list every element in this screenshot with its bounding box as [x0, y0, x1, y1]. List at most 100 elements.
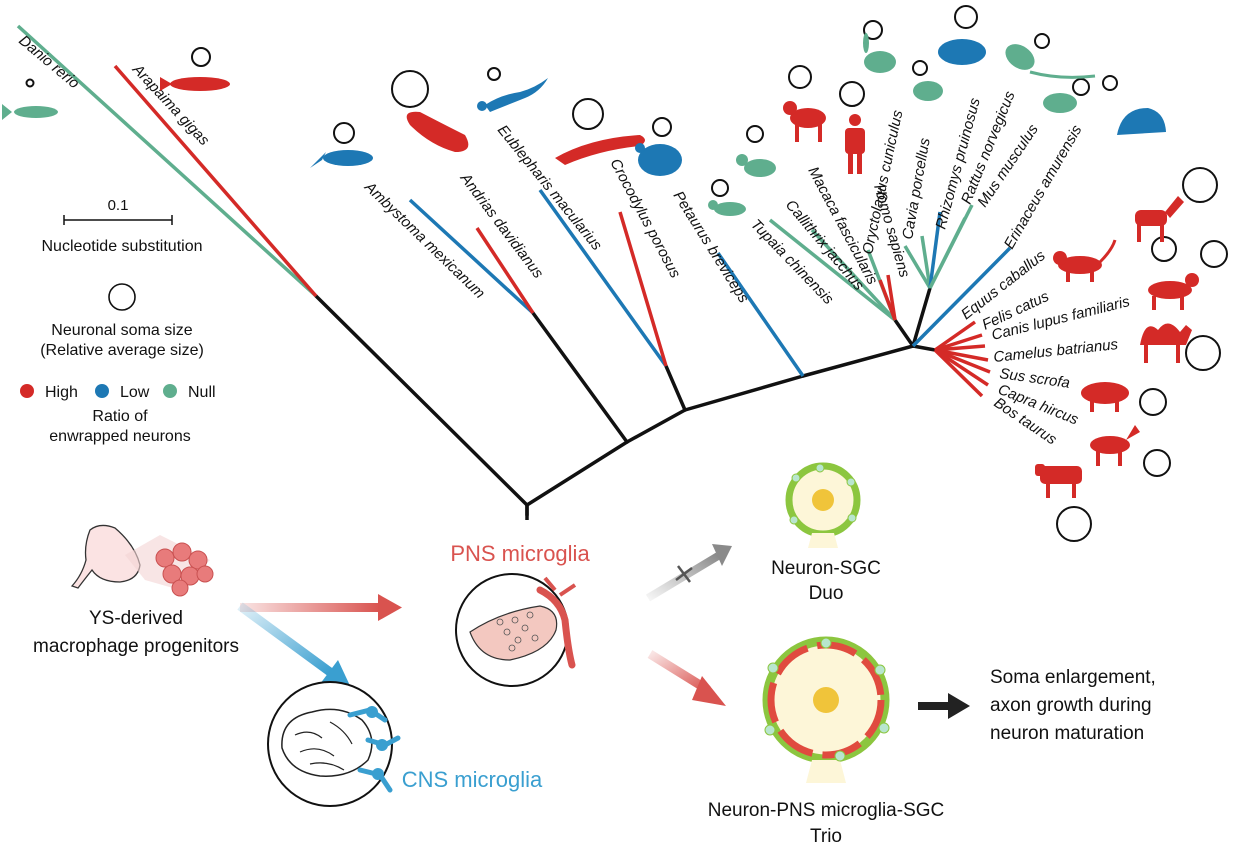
dog-icon — [1148, 273, 1199, 310]
soma-circle-oryctolagus — [863, 20, 883, 40]
mouse-icon — [1043, 93, 1077, 113]
human-icon — [845, 114, 865, 174]
soma-circle-eublepharis — [487, 67, 501, 81]
ratio-high-dot — [20, 384, 34, 398]
outcome-line-2: axon growth during — [990, 695, 1152, 716]
soma-circle-callithrix — [746, 125, 764, 143]
arrow-to-cns — [237, 602, 352, 690]
gecko-icon — [477, 78, 548, 112]
pns-microglia-label: PNS microglia — [450, 541, 590, 566]
tree-trunk — [314, 286, 937, 517]
label-crocodylus-porosus: Crocodylus porosus — [606, 156, 683, 281]
branch-danio-rerio — [16, 24, 318, 298]
branch-arapaima-gigas — [113, 64, 318, 298]
ratio-low-label: Low — [120, 384, 150, 401]
soma-legend-circle — [108, 283, 136, 311]
soma-circle-homo — [839, 81, 865, 107]
bottom-panel: YS-derived macrophage progenitors PNS mi… — [33, 462, 1156, 847]
soma-circle-petaurus — [652, 117, 672, 137]
ratio-legend-title-1: Ratio of — [92, 408, 148, 425]
soma-circle-canis — [1200, 240, 1228, 268]
soma-circle-danio — [25, 78, 35, 88]
soma-circle-ambystoma — [333, 122, 355, 144]
guinea-pig-icon — [913, 81, 943, 101]
duo-illustration — [785, 462, 861, 548]
zebrafish-icon — [2, 104, 58, 120]
soma-circle-camelus — [1185, 335, 1221, 371]
tree-shrew-icon — [708, 200, 746, 216]
outcome-line-3: neuron maturation — [990, 723, 1144, 744]
laurasiatheria-branches — [911, 246, 1012, 398]
macaque-icon — [783, 101, 826, 142]
rabbit-icon — [863, 33, 896, 73]
soma-circle-crocodylus — [572, 98, 604, 130]
ratio-null-label: Null — [188, 384, 216, 401]
label-cavia-porcellus: Cavia porcellus — [899, 136, 934, 240]
branch-ambystoma — [408, 198, 535, 315]
pns-microglia-illustration — [455, 573, 577, 687]
duo-label-2: Duo — [809, 583, 844, 604]
branch-petaurus — [716, 252, 805, 377]
progenitor-label-1: YS-derived — [89, 608, 183, 629]
goat-icon — [1090, 425, 1140, 466]
turtle-icon — [635, 143, 682, 176]
soma-legend-subtitle: (Relative average size) — [40, 342, 204, 359]
blocked-arrow-to-duo — [645, 544, 732, 602]
cns-microglia-illustration — [267, 681, 401, 807]
camel-icon — [1140, 323, 1192, 363]
soma-circle-sus — [1139, 388, 1167, 416]
soma-circle-equus — [1182, 167, 1218, 203]
ratio-low-dot — [95, 384, 109, 398]
crocodile-icon — [555, 135, 645, 165]
soma-size-circles — [25, 5, 1228, 542]
marmoset-icon — [736, 154, 776, 177]
branch-andrias — [475, 227, 535, 314]
soma-circle-macaca — [788, 65, 812, 89]
soma-circle-rhizomys — [954, 5, 978, 29]
soma-circle-arapaima — [191, 47, 211, 67]
horse-icon — [1135, 196, 1184, 242]
arrow-to-outcome — [918, 693, 970, 719]
soma-circle-erinaceus — [1102, 75, 1118, 91]
soma-circle-capra — [1143, 449, 1171, 477]
branch-eublepharis — [538, 188, 668, 368]
arapaima-icon — [160, 77, 230, 91]
progenitor-cells — [155, 542, 214, 597]
soma-circle-cavia — [912, 60, 928, 76]
label-danio-rerio: Danio rerio — [15, 32, 82, 92]
ratio-legend-title-2: enwrapped neurons — [49, 428, 190, 445]
soma-circle-bos — [1056, 506, 1092, 542]
ratio-high-label: High — [45, 384, 78, 401]
hedgehog-icon — [1117, 108, 1166, 135]
cat-icon — [1053, 239, 1117, 282]
progenitor-label-2: macrophage progenitors — [33, 636, 239, 657]
cns-microglia-label: CNS microglia — [402, 767, 543, 792]
soma-circle-andrias — [391, 70, 429, 108]
soma-legend-title: Neuronal soma size — [51, 322, 193, 339]
trio-label-1: Neuron-PNS microglia-SGC — [708, 800, 945, 821]
scale-label: Nucleotide substitution — [42, 238, 203, 255]
trio-illustration — [762, 636, 890, 783]
pig-icon — [1081, 382, 1129, 412]
euarchontoglires-branches — [768, 204, 974, 322]
arrow-to-pns — [240, 594, 402, 621]
duo-label-1: Neuron-SGC — [771, 558, 881, 579]
axolotl-icon — [310, 150, 373, 168]
animal-silhouettes — [2, 33, 1199, 498]
giant-salamander-icon — [406, 111, 469, 152]
yolk-sac-illustration — [70, 524, 214, 597]
soma-circle-mus — [1072, 78, 1090, 96]
rat-icon — [1005, 44, 1096, 79]
arrow-to-trio — [647, 650, 726, 706]
legend: 0.1 Nucleotide substitution Neuronal som… — [20, 197, 216, 445]
trio-label-2: Trio — [810, 826, 842, 847]
branch-crocodylus — [618, 211, 668, 367]
cow-icon — [1035, 464, 1082, 498]
ratio-null-dot — [163, 384, 177, 398]
scale-value: 0.1 — [108, 197, 129, 214]
label-camelus-batrianus: Camelus batrianus — [993, 336, 1120, 366]
soma-circle-rattus — [1034, 33, 1050, 49]
soma-circle-tupaia — [711, 179, 729, 197]
bamboo-rat-icon — [938, 39, 986, 65]
